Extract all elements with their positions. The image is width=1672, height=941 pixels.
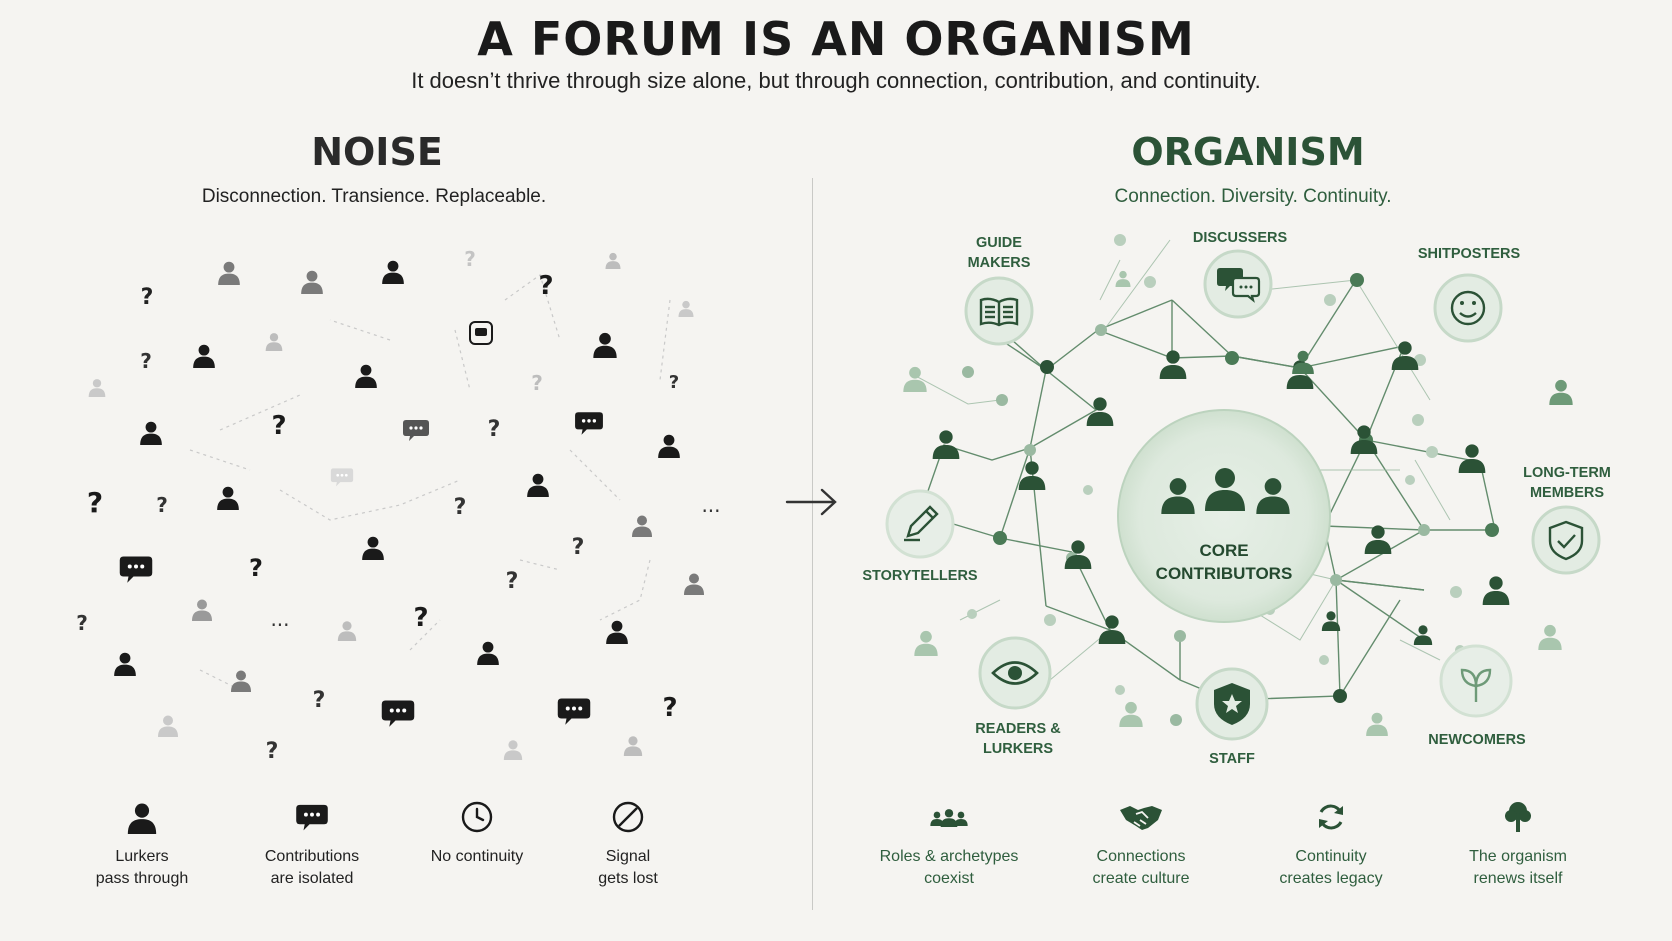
svg-text:?: ? bbox=[140, 349, 152, 373]
arrow-right-icon bbox=[785, 488, 837, 516]
svg-text:?: ? bbox=[669, 372, 679, 393]
footer-text: Contributions bbox=[264, 848, 360, 865]
svg-text:?: ? bbox=[531, 371, 543, 395]
svg-text:?: ? bbox=[506, 569, 519, 594]
svg-text:?: ? bbox=[249, 554, 263, 582]
footer-text: Roles & archetypes bbox=[879, 848, 1019, 865]
svg-text:?: ? bbox=[572, 535, 585, 560]
core-label-line2: CONTRIBUTORS bbox=[1156, 564, 1293, 583]
storytellers-label: STORYTELLERS bbox=[862, 568, 978, 584]
page-subtitle: It doesn’t thrive through size alone, bu… bbox=[411, 68, 1261, 93]
svg-text:?: ? bbox=[87, 486, 103, 519]
shitposters-label: SHITPOSTERS bbox=[1418, 246, 1521, 262]
open-book-icon bbox=[979, 297, 1019, 327]
footer-roles: Roles & archetypes coexist bbox=[859, 800, 1039, 890]
noise-title: NOISE bbox=[311, 130, 443, 174]
newcomers-label: NEWCOMERS bbox=[1428, 732, 1526, 748]
sprout-icon bbox=[1460, 668, 1492, 702]
svg-text:?: ? bbox=[76, 611, 88, 635]
footer-no-continuity: No continuity bbox=[387, 800, 567, 868]
footer-text: No continuity bbox=[430, 848, 524, 865]
footer-text: Continuity bbox=[1295, 848, 1367, 865]
svg-text:?: ? bbox=[454, 495, 467, 520]
footer-text: Signal bbox=[605, 848, 651, 865]
person-icon bbox=[127, 803, 157, 834]
noise-subtitle: Disconnection. Transience. Replaceable. bbox=[201, 186, 547, 207]
pencil-icon bbox=[904, 505, 939, 542]
discussers-node: DISCUSSERS bbox=[1193, 230, 1288, 319]
storytellers-node: STORYTELLERS bbox=[862, 489, 978, 584]
footer-lurkers: Lurkers pass through bbox=[52, 800, 232, 890]
chat-icon bbox=[469, 321, 493, 345]
group-icon bbox=[930, 809, 968, 827]
noise-person-icons bbox=[88, 252, 704, 760]
speech-bubble-icon bbox=[296, 804, 328, 831]
svg-text:?: ? bbox=[488, 417, 501, 442]
svg-text:?: ? bbox=[141, 285, 154, 310]
refresh-icon bbox=[1319, 804, 1343, 830]
noise-question-marks: ? ? ? ? ? ? ? ? ? ? ? ? ? ? ? ? ? ? ? bbox=[76, 247, 679, 764]
svg-text:?: ? bbox=[313, 688, 326, 713]
core-contributors-node: CORE CONTRIBUTORS bbox=[1117, 409, 1331, 623]
svg-text:?: ? bbox=[271, 411, 286, 441]
tree-icon bbox=[1505, 802, 1531, 832]
svg-text:?: ? bbox=[662, 693, 677, 723]
readers-label-2: LURKERS bbox=[983, 741, 1053, 757]
smiley-icon bbox=[1450, 290, 1486, 326]
chat-bubbles-icon bbox=[1217, 268, 1261, 303]
shitposters-node: SHITPOSTERS bbox=[1418, 246, 1521, 343]
footer-text: Connections bbox=[1096, 848, 1186, 865]
staff-label: STAFF bbox=[1209, 751, 1255, 767]
prohibited-icon bbox=[612, 801, 644, 833]
footer-renews: The organism renews itself bbox=[1428, 800, 1608, 890]
footer-text: creates legacy bbox=[1279, 870, 1383, 887]
shield-star-icon bbox=[1214, 683, 1250, 725]
organism-title: ORGANISM bbox=[1131, 130, 1365, 174]
long-term-label: LONG-TERM bbox=[1523, 465, 1611, 481]
staff-node: STAFF bbox=[1195, 667, 1269, 767]
svg-text:?: ? bbox=[266, 739, 279, 764]
noise-ellipsis-marks: ... ... bbox=[270, 493, 720, 631]
footer-text: are isolated bbox=[270, 870, 354, 887]
ellipsis-text: ... bbox=[270, 607, 289, 631]
long-term-label-2: MEMBERS bbox=[1530, 485, 1604, 501]
footer-text: The organism bbox=[1469, 848, 1567, 865]
footer-continuity: Continuity creates legacy bbox=[1241, 800, 1421, 890]
long-term-members-node: LONG-TERM MEMBERS bbox=[1523, 465, 1611, 575]
footer-connections: Connections create culture bbox=[1051, 800, 1231, 890]
footer-text: gets lost bbox=[598, 870, 658, 887]
handshake-icon bbox=[1120, 806, 1162, 830]
readers-lurkers-node: READERS & LURKERS bbox=[975, 636, 1061, 757]
footer-text: create culture bbox=[1092, 870, 1190, 887]
divider-line bbox=[812, 178, 813, 910]
noise-bubble-icons bbox=[119, 321, 603, 727]
footer-contributions: Contributions are isolated bbox=[222, 800, 402, 890]
footer-text: renews itself bbox=[1473, 870, 1563, 887]
footer-text: Lurkers bbox=[115, 848, 169, 865]
clock-icon bbox=[461, 801, 493, 833]
svg-text:?: ? bbox=[156, 493, 168, 517]
discussers-label: DISCUSSERS bbox=[1193, 230, 1288, 246]
svg-text:?: ? bbox=[464, 247, 476, 271]
footer-text: coexist bbox=[924, 870, 974, 887]
svg-text:?: ? bbox=[413, 603, 428, 633]
footer-signal: Signal gets lost bbox=[538, 800, 718, 890]
page-title: A FORUM IS AN ORGANISM bbox=[477, 12, 1195, 66]
shield-check-icon bbox=[1548, 520, 1584, 561]
svg-text:?: ? bbox=[538, 271, 553, 301]
ellipsis-text: ... bbox=[701, 493, 720, 517]
core-label-line1: CORE bbox=[1199, 541, 1248, 560]
organism-subtitle: Connection. Diversity. Continuity. bbox=[1114, 186, 1392, 207]
eye-icon bbox=[991, 661, 1039, 685]
footer-text: pass through bbox=[95, 870, 189, 887]
readers-label: READERS & bbox=[975, 721, 1061, 737]
newcomers-node: NEWCOMERS bbox=[1428, 644, 1526, 748]
guide-makers-label: GUIDE bbox=[976, 235, 1022, 251]
guide-makers-label-2: MAKERS bbox=[968, 255, 1031, 271]
guide-makers-node: GUIDE MAKERS bbox=[964, 235, 1034, 346]
noise-scatter bbox=[189, 274, 671, 691]
